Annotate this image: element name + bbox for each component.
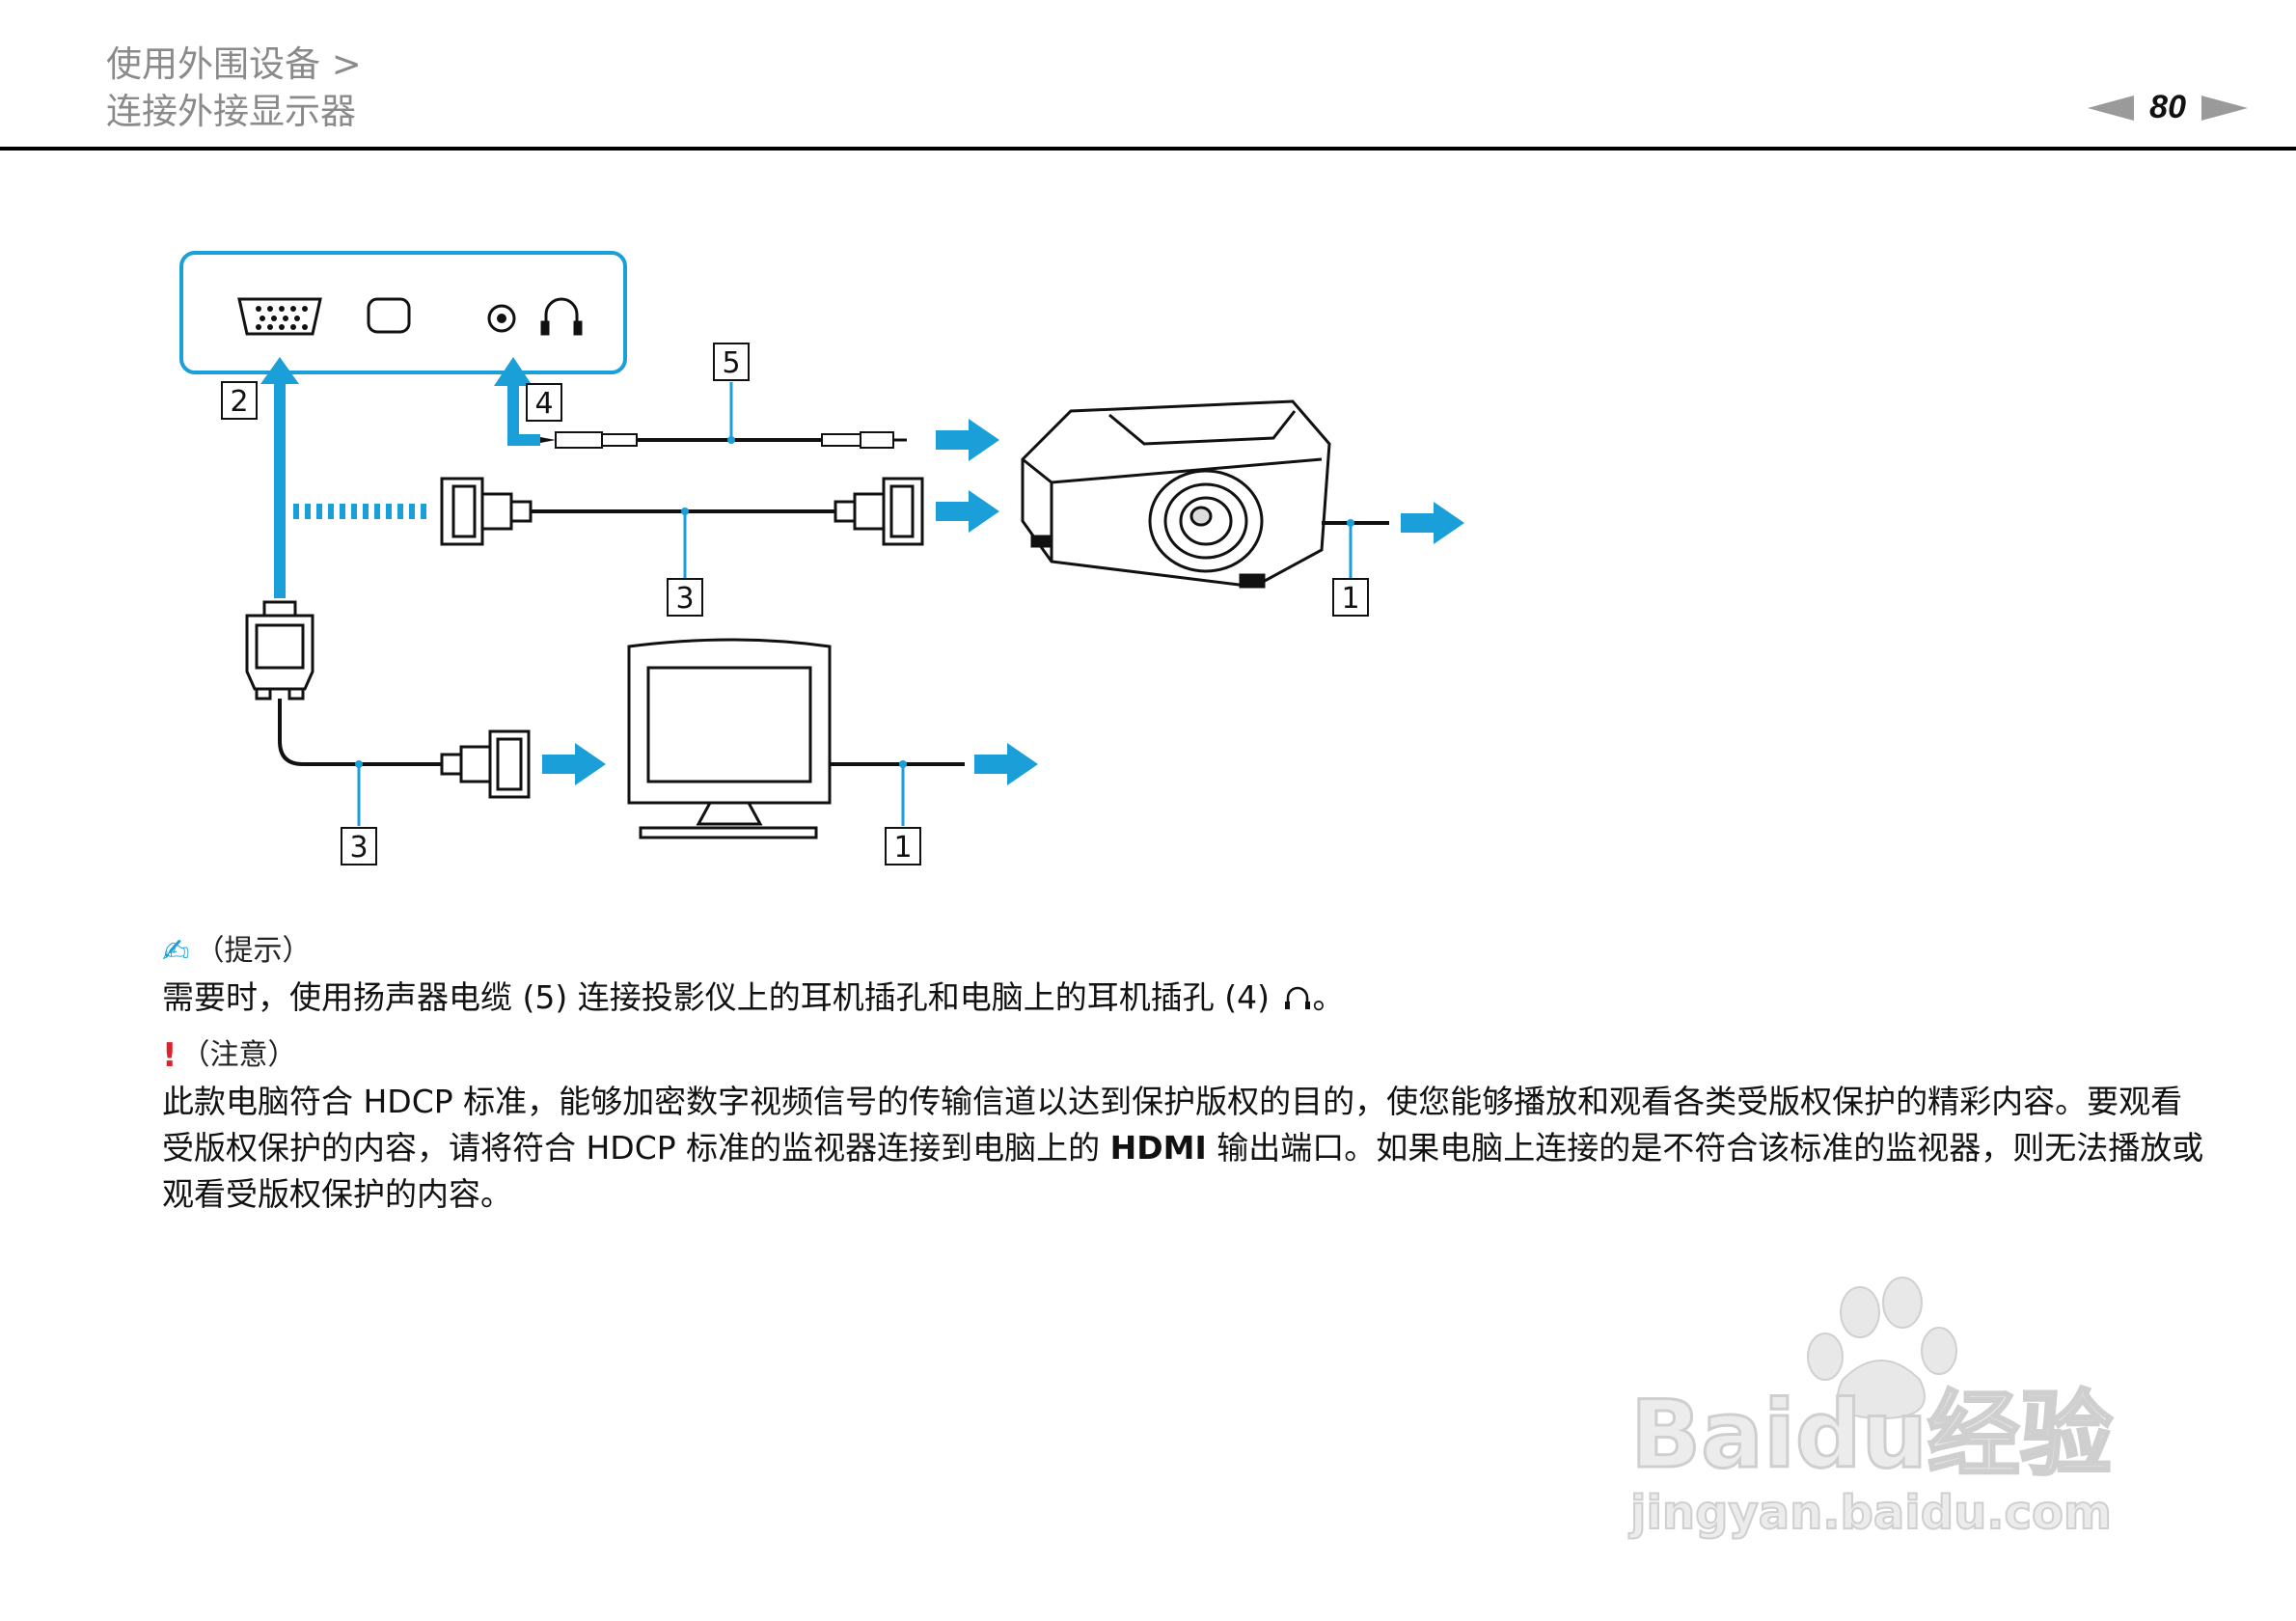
dotted-link xyxy=(293,504,426,519)
watermark-url: jingyan.baidu.com xyxy=(1628,1486,2112,1540)
label-5-text: 5 xyxy=(722,346,740,380)
label-2-text: 2 xyxy=(230,385,248,419)
monitor-icon xyxy=(627,638,832,839)
label-3-monitor: 3 xyxy=(341,827,377,865)
watermark-brand: Baidu经验 xyxy=(1630,1381,2113,1489)
note-block: ! （注意） 此款电脑符合 HDCP 标准，能够加密数字视频信号的传输信道以达到… xyxy=(162,1032,2207,1218)
label-1-projector-text: 1 xyxy=(1341,582,1359,616)
note-text: 此款电脑符合 HDCP 标准，能够加密数字视频信号的传输信道以达到保护版权的目的… xyxy=(162,1079,2207,1218)
vga-connector-left xyxy=(245,600,314,701)
vga-port-icon xyxy=(237,297,322,336)
hint-text-main: 需要时，使用扬声器电缆 (5) 连接投影仪上的耳机插孔和电脑上的耳机插孔 (4) xyxy=(162,978,1270,1016)
hint-block: ✍ （提示） 需要时，使用扬声器电缆 (5) 连接投影仪上的耳机插孔和电脑上的耳… xyxy=(162,928,2207,1025)
page-navigator: 80 xyxy=(2088,89,2248,126)
header-divider xyxy=(0,147,2296,151)
label-2: 2 xyxy=(221,381,258,420)
arrow-from-projector xyxy=(1401,502,1464,544)
arrow-to-monitor xyxy=(542,743,606,785)
page-number: 80 xyxy=(2149,89,2186,125)
speaker-cable xyxy=(540,382,907,449)
vga-cable-projector xyxy=(440,477,924,546)
baidu-watermark-logo: Baidu经验 jingyan.baidu.com xyxy=(1627,1277,2114,1541)
exclamation-icon: ! xyxy=(162,1036,178,1075)
projector-icon xyxy=(1021,399,1331,589)
display-port-icon xyxy=(367,297,411,334)
label-5: 5 xyxy=(713,343,750,381)
next-page-icon[interactable] xyxy=(2201,95,2248,121)
breadcrumb-current: 连接外接显示器 xyxy=(106,91,356,132)
note-text-part2: 输出端口。如果电脑上连接的是不符合该标准的监视器，则无法播放或观看受版权保护的内… xyxy=(162,1129,2204,1213)
hint-title: （提示） xyxy=(195,934,312,968)
label-4-text: 4 xyxy=(534,387,553,421)
note-text-hdmi: HDMI xyxy=(1109,1129,1207,1167)
label-3-monitor-text: 3 xyxy=(349,831,368,865)
headphone-icon xyxy=(1283,978,1312,1025)
hint-text: 需要时，使用扬声器电缆 (5) 连接投影仪上的耳机插孔和电脑上的耳机插孔 (4)… xyxy=(162,975,2207,1025)
arrow-from-monitor xyxy=(974,743,1038,785)
label-4: 4 xyxy=(526,383,562,422)
headphone-port-icon xyxy=(540,297,583,336)
arrow-to-projector-vga xyxy=(936,490,999,533)
label-1-monitor-text: 1 xyxy=(893,831,912,865)
label-3-projector: 3 xyxy=(667,578,703,617)
prev-page-icon[interactable] xyxy=(2088,95,2135,121)
connection-diagram: 2 4 5 3 1 3 1 xyxy=(179,251,1464,865)
hint-text-end: 。 xyxy=(1312,978,1345,1016)
note-title: （注意） xyxy=(180,1038,297,1072)
label-3-projector-text: 3 xyxy=(675,582,694,616)
arrow-to-projector-audio xyxy=(936,419,999,461)
breadcrumb-section[interactable]: 使用外围设备 > xyxy=(106,43,362,85)
label-1-monitor: 1 xyxy=(885,827,921,865)
vga-cable-monitor xyxy=(440,729,531,799)
audio-jack-icon xyxy=(487,304,516,333)
pen-icon: ✍ xyxy=(162,932,190,971)
label-1-projector: 1 xyxy=(1332,578,1369,617)
note-text-part1: 此款电脑符合 HDCP 标准，能够加密数字视频信号的传输信道以达到保护版权的目的… xyxy=(162,1083,2183,1167)
breadcrumb: 使用外围设备 > 连接外接显示器 xyxy=(106,41,362,135)
computer-port-panel xyxy=(179,251,627,374)
